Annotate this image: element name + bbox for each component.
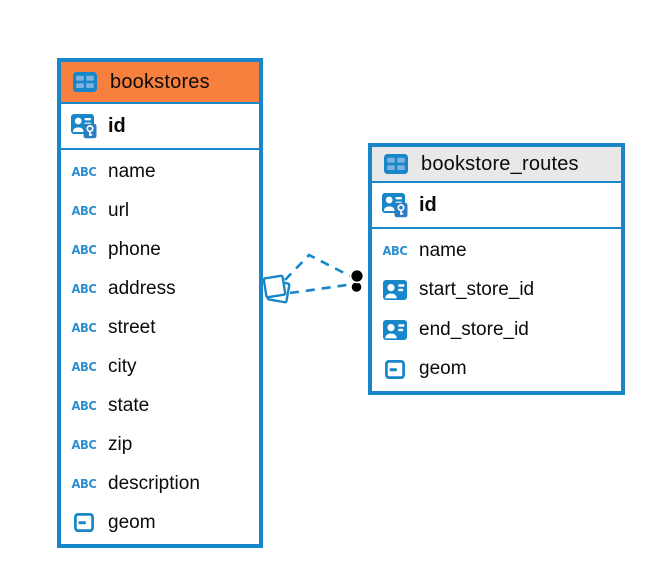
table-icon	[69, 72, 101, 92]
column-name: geom	[108, 511, 156, 533]
text-type-icon: ABC	[382, 243, 408, 259]
column-row[interactable]: ABC name	[372, 231, 621, 271]
column-row[interactable]: ABC description	[61, 464, 259, 503]
primary-key-icon	[379, 192, 411, 218]
column-name: state	[108, 394, 150, 416]
column-name: description	[108, 472, 200, 494]
column-row-id[interactable]: id	[372, 183, 621, 229]
geometry-type-icon	[68, 513, 100, 532]
entity-title: bookstore_routes	[421, 152, 579, 175]
text-type-icon: ABC	[71, 476, 97, 491]
entity-bookstores[interactable]: bookstores id ABC name ABC url ABC phone…	[57, 58, 263, 548]
entity-bookstore-routes[interactable]: bookstore_routes id ABC name start_store…	[368, 143, 625, 395]
column-name: name	[108, 160, 156, 182]
column-name: city	[108, 355, 137, 377]
foreign-key-icon	[379, 280, 411, 301]
column-row-id[interactable]: id	[61, 104, 259, 150]
column-row[interactable]: start_store_id	[372, 271, 621, 311]
text-type-icon: ABC	[71, 359, 97, 374]
text-type-icon: ABC	[71, 320, 97, 335]
column-row[interactable]: geom	[61, 503, 259, 542]
text-type-icon: ABC	[71, 437, 97, 452]
column-row[interactable]: ABC city	[61, 347, 259, 386]
column-row[interactable]: ABC zip	[61, 425, 259, 464]
column-row[interactable]: ABC phone	[61, 230, 259, 269]
column-name: end_store_id	[419, 318, 529, 340]
column-name: geom	[419, 358, 467, 380]
column-name: start_store_id	[419, 279, 535, 301]
column-list: ABC name ABC url ABC phone ABC address A…	[61, 150, 259, 544]
relationship-line-end-store[interactable]	[289, 283, 348, 295]
primary-key-icon	[68, 113, 100, 139]
column-row[interactable]: geom	[372, 350, 621, 390]
entity-bookstore-routes-header[interactable]: bookstore_routes	[372, 147, 621, 183]
relationship-line-start-store[interactable]	[284, 253, 351, 281]
column-row[interactable]: ABC address	[61, 269, 259, 308]
column-row[interactable]: ABC name	[61, 152, 259, 191]
entity-title: bookstores	[110, 70, 210, 93]
relationship-endpoint-dots[interactable]	[349, 268, 365, 294]
column-row[interactable]: ABC state	[61, 386, 259, 425]
text-type-icon: ABC	[71, 164, 97, 179]
column-name: id	[108, 114, 126, 137]
column-row[interactable]: end_store_id	[372, 310, 621, 350]
column-name: id	[419, 193, 437, 216]
entity-bookstores-header[interactable]: bookstores	[61, 62, 259, 104]
column-name: zip	[108, 433, 133, 455]
column-row[interactable]: ABC url	[61, 191, 259, 230]
text-type-icon: ABC	[71, 203, 97, 218]
column-name: name	[419, 239, 467, 261]
column-name: street	[108, 316, 156, 338]
foreign-key-icon	[379, 319, 411, 340]
column-row[interactable]: ABC street	[61, 308, 259, 347]
column-list: ABC name start_store_id end_store_id ge	[372, 229, 621, 391]
column-name: url	[108, 199, 130, 221]
text-type-icon: ABC	[71, 398, 97, 413]
text-type-icon: ABC	[71, 242, 97, 257]
column-name: phone	[108, 238, 161, 260]
column-name: address	[108, 277, 176, 299]
geometry-type-icon	[379, 359, 411, 379]
table-icon	[380, 154, 412, 174]
text-type-icon: ABC	[71, 281, 97, 296]
